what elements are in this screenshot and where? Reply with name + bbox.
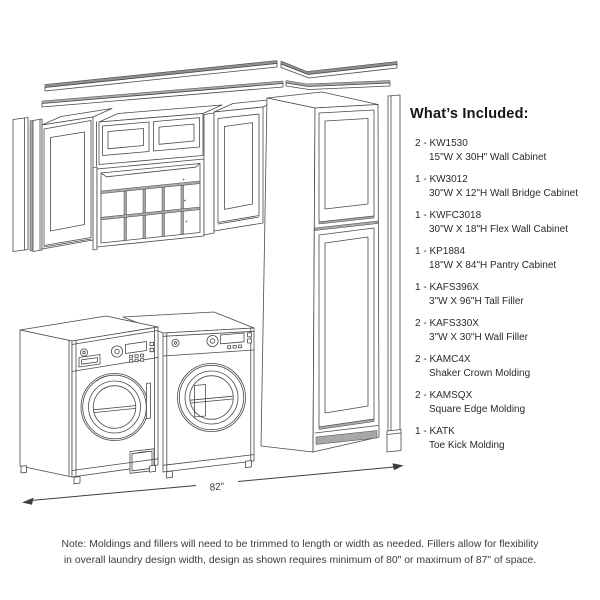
washer-door <box>80 373 149 441</box>
whats-included-panel: What’s Included: 2 - KW1530 15"W X 30H" … <box>410 106 596 461</box>
list-item: 2 - KAFS330X 3"W X 30"H Wall Filler <box>410 317 596 345</box>
arrowhead-right <box>392 463 404 471</box>
list-item: 1 - KWFC3018 30"W X 18"H Flex Wall Cabin… <box>410 209 596 237</box>
item-desc: 18"W X 84"H Pantry Cabinet <box>429 260 557 271</box>
item-code: 2 - KAMSQX <box>415 390 473 401</box>
flex-wall-cabinet <box>92 158 205 251</box>
item-code: 1 - KAFS396X <box>415 282 479 293</box>
item-code: 1 - KWFC3018 <box>415 210 482 221</box>
dimension-label: 82" <box>209 481 225 493</box>
dryer-display <box>220 332 245 345</box>
crown-molding <box>44 60 398 92</box>
item-desc: Toe Kick Molding <box>429 440 505 451</box>
item-desc: 3"W X 96"H Tall Filler <box>429 296 524 307</box>
item-code: 2 - KW1530 <box>415 138 468 149</box>
item-desc: Square Edge Molding <box>429 404 526 415</box>
list-item: 2 - KW1530 15"W X 30H" Wall Cabinet <box>410 137 596 165</box>
wall-cabinet-left <box>29 108 113 252</box>
arrowhead-left <box>22 497 34 505</box>
item-code: 2 - KAMC4X <box>415 354 471 365</box>
item-desc: Shaker Crown Molding <box>429 368 531 379</box>
tall-filler <box>386 94 402 453</box>
dimension-arrow: 82" <box>22 463 404 505</box>
item-desc: 15"W X 30H" Wall Cabinet <box>429 152 547 163</box>
toe-kick-molding <box>315 430 378 445</box>
washer-knob <box>111 345 124 358</box>
washer <box>19 315 159 485</box>
item-desc: 3"W X 30"H Wall Filler <box>429 332 528 343</box>
washer-display <box>125 341 147 354</box>
footnote: Note: Moldings and fillers will need to … <box>25 537 575 568</box>
list-item: 2 - KAMC4X Shaker Crown Molding <box>410 353 596 381</box>
item-code: 2 - KAFS330X <box>415 318 479 329</box>
dryer-door <box>177 363 246 432</box>
item-desc: 30"W X 12"H Wall Bridge Cabinet <box>429 188 579 199</box>
washer-power-button <box>80 348 89 357</box>
footnote-line2: in overall laundry design width, design … <box>63 554 537 566</box>
item-code: 1 - KP1884 <box>415 246 466 257</box>
item-desc: 30"W X 18"H Flex Wall Cabinet <box>429 224 568 235</box>
wall-cabinet-right <box>203 98 283 236</box>
item-code: 1 - KW3012 <box>415 174 468 185</box>
list-item: 1 - KW3012 30"W X 12"H Wall Bridge Cabin… <box>410 173 596 201</box>
dryer <box>122 311 255 479</box>
list-item: 2 - KAMSQX Square Edge Molding <box>410 389 596 417</box>
whats-included-heading: What’s Included: <box>410 106 529 122</box>
list-item: 1 - KP1884 18"W X 84"H Pantry Cabinet <box>410 245 596 273</box>
square-edge-molding <box>41 80 391 108</box>
wall-bridge-cabinet <box>96 104 223 167</box>
list-item: 1 - KAFS396X 3"W X 96"H Tall Filler <box>410 281 596 309</box>
item-code: 1 - KATK <box>415 426 455 437</box>
dryer-power-button <box>171 338 180 347</box>
washer-door-handle <box>146 382 151 419</box>
list-item: 1 - KATK Toe Kick Molding <box>410 425 596 453</box>
footnote-line1: Note: Moldings and fillers will need to … <box>61 539 539 550</box>
pantry-cabinet <box>260 91 380 453</box>
dryer-knob <box>206 334 219 347</box>
wall-filler-left <box>12 117 29 252</box>
